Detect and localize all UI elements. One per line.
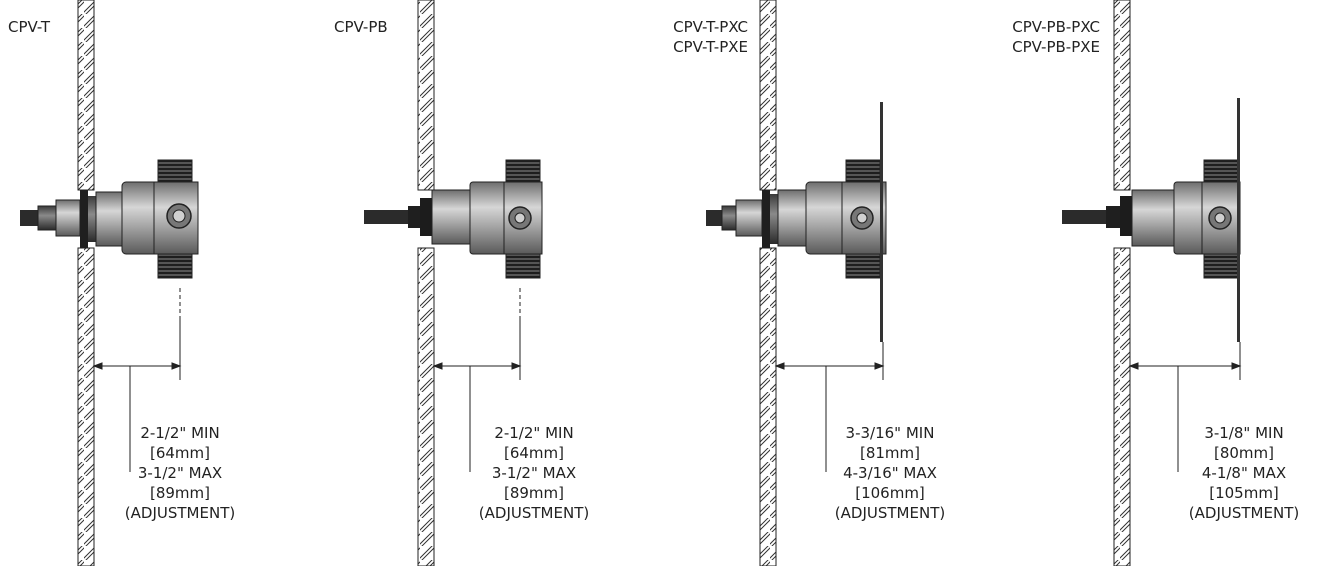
panel-cpv-pb-pxc: CPV-PB-PXC CPV-PB-PXE 3-1/8" MIN — [1012, 0, 1299, 566]
svg-text:3-3/16" MIN: 3-3/16" MIN — [846, 424, 935, 442]
svg-text:[105mm]: [105mm] — [1209, 484, 1279, 502]
dimension-callout — [92, 288, 182, 472]
wall-section — [417, 0, 435, 566]
model-label-line-2: CPV-PB-PXE — [1012, 38, 1100, 56]
wall-section — [759, 0, 777, 566]
wall-section — [77, 0, 95, 566]
model-label-line-1: CPV-PB-PXC — [1012, 18, 1100, 36]
dimension-text: 2-1/2" MIN [64mm] 3-1/2" MAX [89mm] (ADJ… — [479, 424, 589, 522]
svg-text:4-3/16" MAX: 4-3/16" MAX — [843, 464, 937, 482]
dimension-callout — [432, 288, 522, 472]
svg-text:[89mm]: [89mm] — [150, 484, 210, 502]
panel-cpv-pb: CPV-PB 2-1/2" MIN [64mm] — [334, 0, 589, 566]
svg-text:(ADJUSTMENT): (ADJUSTMENT) — [479, 504, 589, 522]
dimension-text: 3-3/16" MIN [81mm] 4-3/16" MAX [106mm] (… — [835, 424, 945, 522]
panel-cpv-t-pxc: CPV-T-PXC CPV-T-PXE — [673, 0, 945, 566]
svg-text:(ADJUSTMENT): (ADJUSTMENT) — [1189, 504, 1299, 522]
svg-text:(ADJUSTMENT): (ADJUSTMENT) — [125, 504, 235, 522]
wall-section — [1113, 0, 1131, 566]
model-label-line-2: CPV-T-PXE — [673, 38, 748, 56]
dimension-callout — [774, 342, 885, 472]
svg-text:[81mm]: [81mm] — [860, 444, 920, 462]
svg-text:4-1/8" MAX: 4-1/8" MAX — [1202, 464, 1286, 482]
svg-text:[64mm]: [64mm] — [504, 444, 564, 462]
valve-body — [706, 102, 887, 342]
svg-text:3-1/2" MAX: 3-1/2" MAX — [138, 464, 222, 482]
svg-text:[106mm]: [106mm] — [855, 484, 925, 502]
svg-text:3-1/8" MIN: 3-1/8" MIN — [1204, 424, 1283, 442]
model-label: CPV-PB — [334, 18, 388, 36]
valve-body — [1062, 98, 1241, 342]
svg-text:(ADJUSTMENT): (ADJUSTMENT) — [835, 504, 945, 522]
model-label: CPV-T — [8, 18, 51, 36]
model-label-line-1: CPV-T-PXC — [673, 18, 748, 36]
svg-text:3-1/2" MAX: 3-1/2" MAX — [492, 464, 576, 482]
dimension-callout — [1128, 342, 1242, 472]
svg-text:[64mm]: [64mm] — [150, 444, 210, 462]
valve-body — [364, 159, 543, 279]
svg-text:[89mm]: [89mm] — [504, 484, 564, 502]
dimension-text: 3-1/8" MIN [80mm] 4-1/8" MAX [105mm] (AD… — [1189, 424, 1299, 522]
svg-text:2-1/2" MIN: 2-1/2" MIN — [494, 424, 573, 442]
svg-text:[80mm]: [80mm] — [1214, 444, 1274, 462]
dimension-text: 2-1/2" MIN [64mm] 3-1/2" MAX [89mm] (ADJ… — [125, 424, 235, 522]
panel-cpv-t: CPV-T — [8, 0, 235, 566]
svg-text:2-1/2" MIN: 2-1/2" MIN — [140, 424, 219, 442]
valve-body — [20, 159, 199, 279]
